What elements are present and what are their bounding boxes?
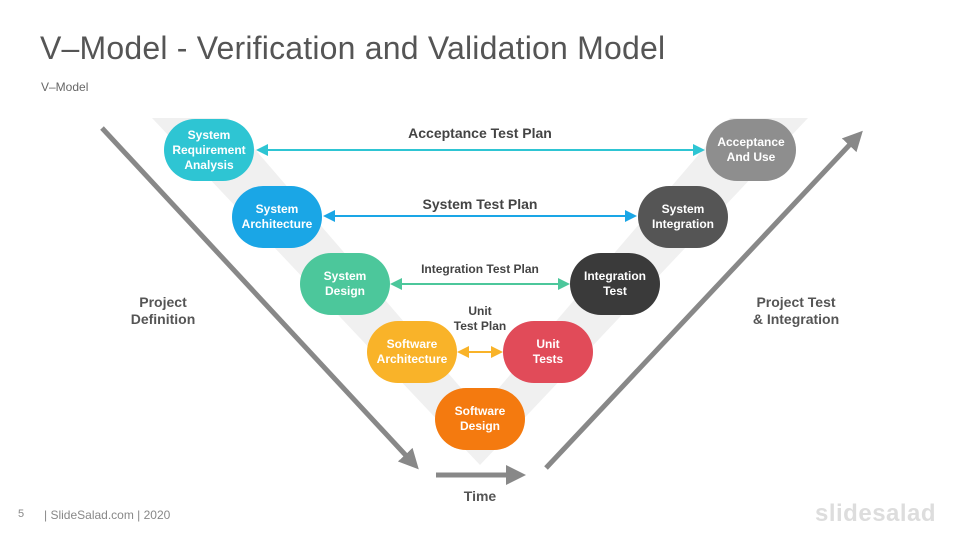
node-integration-test: Integration Test — [570, 253, 660, 315]
node-software-architecture: Software Architecture — [367, 321, 457, 383]
project-definition-arrow — [100, 126, 419, 470]
node-system-architecture: System Architecture — [232, 186, 322, 248]
node-unit-tests: Unit Tests — [503, 321, 593, 383]
node-system-requirement-analysis: System Requirement Analysis — [164, 119, 254, 181]
time-label: Time — [463, 488, 497, 504]
project-test-arrow — [544, 130, 863, 470]
node-system-design: System Design — [300, 253, 390, 315]
integration-test-plan-label: Integration Test Plan — [421, 262, 539, 276]
project-test-integration-label: Project Test & Integration — [752, 294, 840, 327]
page-subtitle: V–Model — [41, 80, 89, 94]
brand-logo: slidesalad — [815, 500, 937, 527]
footer-credit: | SlideSalad.com | 2020 — [44, 508, 171, 522]
node-system-integration: System Integration — [638, 186, 728, 248]
acceptance-test-plan-label: Acceptance Test Plan — [408, 125, 552, 141]
page-number: 5 — [18, 508, 25, 520]
system-test-plan-label: System Test Plan — [422, 196, 538, 212]
node-acceptance-and-use: Acceptance And Use — [706, 119, 796, 181]
node-software-design: Software Design — [435, 388, 525, 450]
project-definition-label: Project Definition — [130, 294, 196, 327]
unit-test-plan-label: Unit Test Plan — [453, 304, 507, 333]
page-title: V–Model - Verification and Validation Mo… — [40, 30, 666, 66]
